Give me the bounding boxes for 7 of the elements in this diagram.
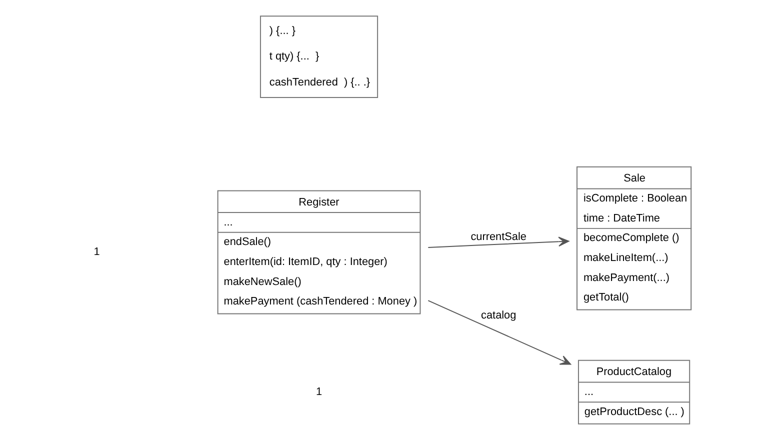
- label: 1: [94, 246, 100, 258]
- node-box: ) {... } t qty) {... } cashTendered ) {.. .}: [260, 16, 378, 98]
- arrow: [428, 300, 572, 365]
- arrow: [428, 236, 570, 248]
- edge-label: currentSale: [470, 231, 526, 244]
- label: 1: [316, 386, 322, 398]
- edge-label: catalog: [481, 310, 516, 322]
